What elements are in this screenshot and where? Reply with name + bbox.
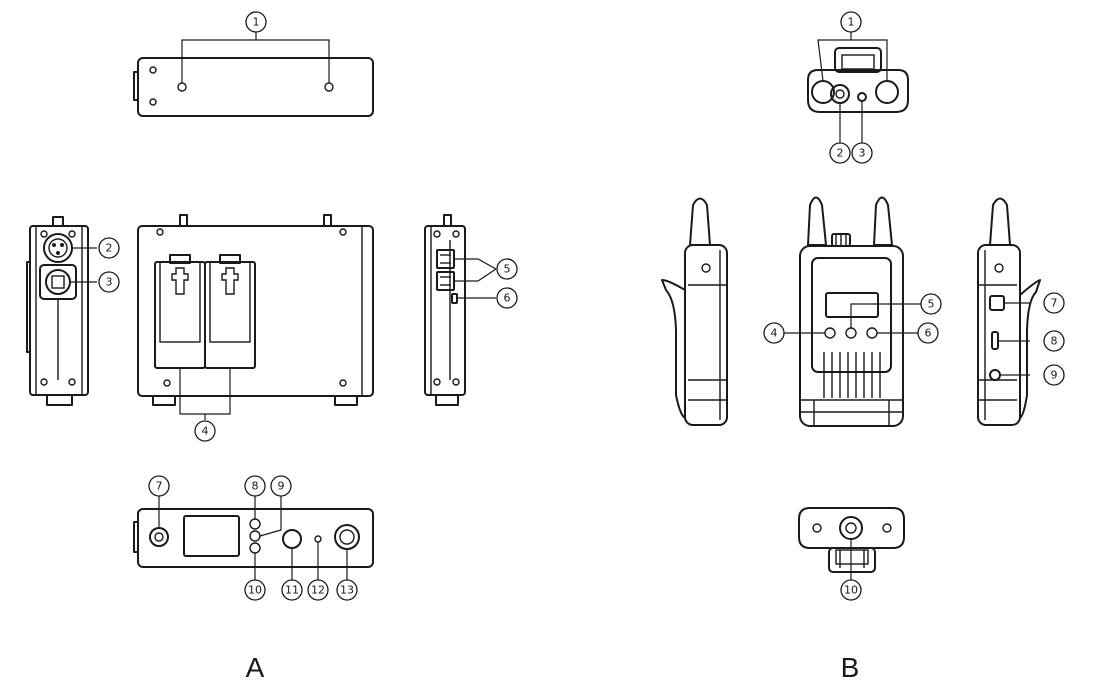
callout-a-4: 4 — [194, 420, 216, 442]
a-control-panel-view — [133, 496, 374, 580]
svg-text:2: 2 — [106, 242, 113, 255]
callout-b-10: 10 — [840, 579, 862, 601]
callout-b-6: 6 — [917, 322, 939, 344]
svg-text:3: 3 — [859, 147, 866, 160]
callout-b-5: 5 — [920, 293, 942, 315]
a-front-view — [137, 214, 374, 420]
b-right-side-view — [977, 197, 1041, 426]
callout-a-12: 12 — [307, 579, 329, 601]
svg-text:5: 5 — [928, 298, 935, 311]
svg-text:8: 8 — [1051, 335, 1058, 348]
callout-a-1: 1 — [245, 11, 267, 33]
a-left-side-view — [26, 216, 97, 406]
svg-text:6: 6 — [925, 327, 932, 340]
svg-text:11: 11 — [285, 584, 299, 597]
svg-text:13: 13 — [340, 584, 354, 597]
callout-a-11: 11 — [281, 579, 303, 601]
svg-text:10: 10 — [248, 584, 262, 597]
b-left-side-view — [661, 197, 728, 426]
callout-b-2: 2 — [829, 142, 851, 164]
a-right-side-view — [424, 214, 497, 406]
callouts-b: 1 2 3 4 5 6 7 8 9 10 — [763, 11, 1065, 601]
panel-label-a: A — [245, 652, 265, 683]
callout-a-9: 9 — [270, 475, 292, 497]
callout-a-7: 7 — [148, 475, 170, 497]
svg-text:8: 8 — [252, 480, 259, 493]
a-top-view — [133, 32, 374, 117]
b-top-view — [807, 32, 909, 143]
svg-text:1: 1 — [848, 16, 855, 29]
svg-text:4: 4 — [771, 327, 778, 340]
callouts-a: 1 2 3 4 5 6 7 8 9 10 11 12 13 — [98, 11, 518, 601]
callout-b-9: 9 — [1043, 364, 1065, 386]
callout-b-4: 4 — [763, 322, 785, 344]
callout-b-8: 8 — [1043, 330, 1065, 352]
svg-text:2: 2 — [837, 147, 844, 160]
svg-text:7: 7 — [1051, 297, 1058, 310]
svg-text:7: 7 — [156, 480, 163, 493]
svg-text:9: 9 — [278, 480, 285, 493]
callout-b-3: 3 — [851, 142, 873, 164]
b-front-view — [784, 196, 921, 427]
svg-text:10: 10 — [844, 584, 858, 597]
b-bottom-view — [798, 507, 905, 580]
callout-a-3: 3 — [98, 271, 120, 293]
panel-label-b: B — [840, 652, 860, 683]
svg-text:6: 6 — [504, 292, 511, 305]
svg-text:5: 5 — [504, 263, 511, 276]
callout-a-10: 10 — [244, 579, 266, 601]
callout-b-7: 7 — [1043, 292, 1065, 314]
callout-a-2: 2 — [98, 237, 120, 259]
callout-a-8: 8 — [244, 475, 266, 497]
svg-text:3: 3 — [106, 276, 113, 289]
svg-text:4: 4 — [202, 425, 209, 438]
callout-a-5: 5 — [496, 258, 518, 280]
svg-text:12: 12 — [311, 584, 325, 597]
callout-a-6: 6 — [496, 287, 518, 309]
svg-text:1: 1 — [253, 16, 260, 29]
svg-text:9: 9 — [1051, 369, 1058, 382]
callout-b-1: 1 — [840, 11, 862, 33]
callout-a-13: 13 — [336, 579, 358, 601]
